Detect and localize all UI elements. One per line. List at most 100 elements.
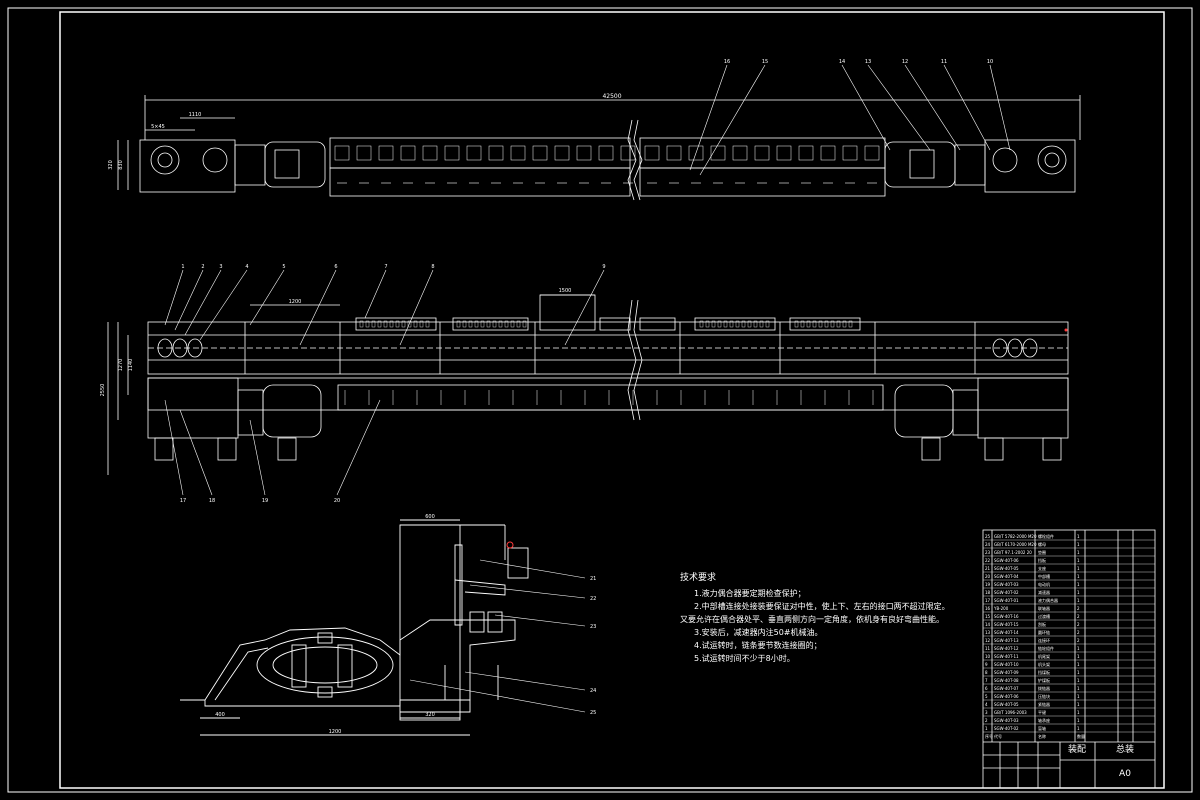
balloon-top-10: 10 (987, 59, 993, 65)
balloon-section-23: 23 (590, 624, 596, 630)
trough-slot (576, 145, 592, 161)
parts-cell: 压链块 (1038, 693, 1050, 699)
parts-cell: 链轮组件 (1038, 645, 1054, 651)
parts-cell: 紧链器 (1038, 701, 1050, 707)
note-item: 3.安装后，减速器内注50#机械油。 (694, 628, 823, 637)
parts-cell: 6 (985, 686, 988, 691)
parts-cell: 1 (1077, 726, 1080, 731)
balloon-elev-2: 2 (201, 264, 204, 270)
inner-frame (59, 11, 1165, 789)
parts-cell: 1 (1077, 694, 1080, 699)
trough-slot (864, 145, 880, 161)
scraper-slot (456, 320, 461, 328)
parts-cell: GB/T 5782-2000 M20 (994, 534, 1037, 539)
parts-cell: SGW-40T-02 (994, 726, 1019, 731)
scraper-slot (741, 320, 746, 328)
section-dim-2: 400 (215, 712, 225, 718)
trough-slot (400, 145, 416, 161)
top-small-dim-1: 5×45 (151, 124, 165, 130)
scraper-slot (383, 320, 388, 328)
parts-cell: GB/T 1096-2003 (994, 710, 1027, 715)
parts-cell: SGW-40T-09 (994, 670, 1019, 675)
parts-cell: GB/T 6170-2000 M20 (994, 542, 1037, 547)
parts-cell: SGW-40T-05 (994, 566, 1019, 571)
balloon-elev-17: 17 (180, 498, 186, 504)
technical-notes: 技术要求 1.液力偶合器要定期检查保护； 2.中部槽连接处接装要保证对中性，使上… (680, 572, 950, 665)
parts-cell: 18 (985, 590, 991, 595)
section-marker (506, 541, 514, 549)
parts-header: 名称 (1038, 733, 1046, 739)
parts-cell: 连接环 (1038, 637, 1050, 643)
scraper-slot (812, 320, 817, 328)
scraper-slot (830, 320, 835, 328)
top-left-dim-2: 830 (118, 160, 124, 170)
parts-cell: 5 (985, 694, 988, 699)
chain-link (1007, 338, 1023, 358)
balloon-top-13: 13 (865, 59, 871, 65)
balloon-elev-5: 5 (282, 264, 285, 270)
elevation-view (107, 294, 1069, 475)
scraper-slot (377, 320, 382, 328)
trough-slot (510, 145, 526, 161)
parts-cell: 垫圈 (1038, 549, 1046, 555)
scraper-slot (717, 320, 722, 328)
parts-cell: 1 (1077, 662, 1080, 667)
parts-cell: 19 (985, 582, 991, 587)
balloon-elev-7: 7 (384, 264, 387, 270)
parts-cell: 1 (1077, 702, 1080, 707)
scraper-slot (510, 320, 515, 328)
note-item: 2.中部槽连接处接装要保证对中性，使上下、左右的接口两不超过限定。 (694, 602, 950, 611)
parts-cell: YB-200 (993, 606, 1009, 611)
scraper-slot (836, 320, 841, 328)
note-item: 5.试运转时间不少于8小时。 (694, 654, 795, 663)
balloon-elev-9: 9 (602, 264, 605, 270)
parts-cell: 15 (985, 614, 991, 619)
parts-cell: 支座 (1038, 565, 1046, 571)
parts-cell: 4 (985, 702, 988, 707)
trough-slot (488, 145, 504, 161)
parts-cell: 1 (1077, 710, 1080, 715)
trough-slot (444, 145, 460, 161)
parts-cell: 中部槽 (1038, 573, 1050, 579)
trough-slot (644, 145, 660, 161)
parts-cell: 过渡槽 (1038, 613, 1050, 619)
parts-cell: 挡板 (1038, 557, 1046, 563)
chain-link (172, 338, 188, 358)
parts-cell: 23 (985, 550, 991, 555)
scraper-slot (498, 320, 503, 328)
scraper-slot (395, 320, 400, 328)
scraper-slot (705, 320, 710, 328)
trough-slot (820, 145, 836, 161)
chain-link (992, 338, 1008, 358)
balloon-elev-6: 6 (334, 264, 337, 270)
top-small-dim-2: 1110 (189, 112, 202, 118)
section-dim-4: 1200 (329, 729, 342, 735)
parts-cell: 9 (985, 662, 988, 667)
scraper-slot (474, 320, 479, 328)
parts-cell: 1 (1077, 670, 1080, 675)
parts-cell: 10 (985, 654, 991, 659)
parts-cell: SGW-40T-14 (994, 630, 1019, 635)
parts-cell: 7 (985, 678, 988, 683)
elev-left-dim-1: 1270 (118, 359, 124, 372)
scraper-slot (419, 320, 424, 328)
parts-cell: 机头架 (1038, 661, 1050, 667)
parts-cell: 圆环链 (1038, 629, 1050, 635)
parts-cell: 平键 (1038, 709, 1046, 715)
parts-cell: SGW-40T-02 (994, 590, 1019, 595)
scraper-slot (735, 320, 740, 328)
scraper-slot (747, 320, 752, 328)
parts-cell: 1 (1077, 678, 1080, 683)
note-item: 1.液力偶合器要定期检查保护； (694, 589, 806, 598)
scraper-slot (425, 320, 430, 328)
drawing-name: 装配 (1068, 743, 1086, 755)
trough-slot (356, 145, 372, 161)
elevation-leaders (164, 269, 605, 496)
parts-cell: 机尾架 (1038, 653, 1050, 659)
parts-cell: SGW-40T-05 (994, 702, 1019, 707)
parts-cell: 11 (985, 646, 991, 651)
parts-cell: 1 (1077, 574, 1080, 579)
parts-cell: 1 (1077, 534, 1080, 539)
